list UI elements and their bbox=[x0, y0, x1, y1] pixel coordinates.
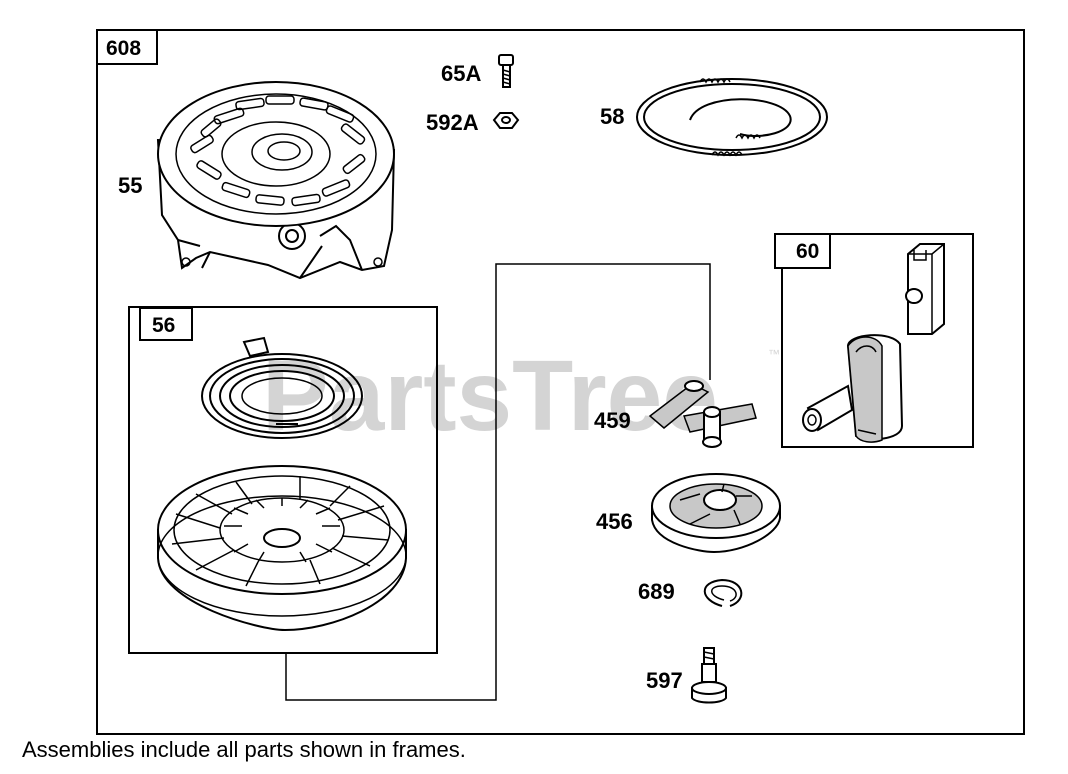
ratchet-illustration bbox=[651, 473, 781, 554]
part-label-65a: 65A bbox=[441, 61, 481, 86]
watermark-trademark: ™ bbox=[768, 347, 780, 361]
shoulder-screw-illustration bbox=[691, 647, 727, 704]
rope-insert-illustration bbox=[905, 243, 945, 335]
nut-illustration bbox=[492, 112, 520, 129]
part-label-689: 689 bbox=[638, 579, 675, 604]
assembly-connector-line bbox=[285, 263, 711, 701]
part-label-597: 597 bbox=[646, 668, 683, 693]
part-label-55: 55 bbox=[118, 173, 142, 198]
handle-frame bbox=[781, 233, 974, 448]
handle-frame-number: 60 bbox=[796, 240, 819, 263]
pawl-illustration bbox=[648, 380, 757, 448]
retaining-ring-illustration bbox=[703, 578, 743, 607]
recoil-frame bbox=[128, 306, 438, 654]
recoil-frame-number-box bbox=[139, 307, 193, 341]
handle-frame-number-box bbox=[774, 233, 831, 269]
recoil-spring-illustration bbox=[201, 336, 363, 439]
watermark: PartsTree bbox=[262, 340, 718, 452]
blower-housing-illustration bbox=[156, 81, 396, 280]
part-label-459: 459 bbox=[594, 408, 631, 433]
starter-handle-illustration bbox=[802, 334, 904, 443]
recoil-frame-number: 56 bbox=[152, 314, 175, 337]
main-frame-number-box bbox=[96, 29, 158, 65]
footnote: Assemblies include all parts shown in fr… bbox=[22, 737, 466, 762]
main-frame-number: 608 bbox=[106, 37, 141, 60]
screw-illustration bbox=[498, 54, 514, 88]
part-label-456: 456 bbox=[596, 509, 633, 534]
recoil-pulley-illustration bbox=[157, 465, 407, 632]
part-label-592a: 592A bbox=[426, 110, 479, 135]
starter-rope-illustration bbox=[636, 78, 828, 157]
part-label-58: 58 bbox=[600, 104, 624, 129]
main-frame bbox=[96, 29, 1025, 735]
